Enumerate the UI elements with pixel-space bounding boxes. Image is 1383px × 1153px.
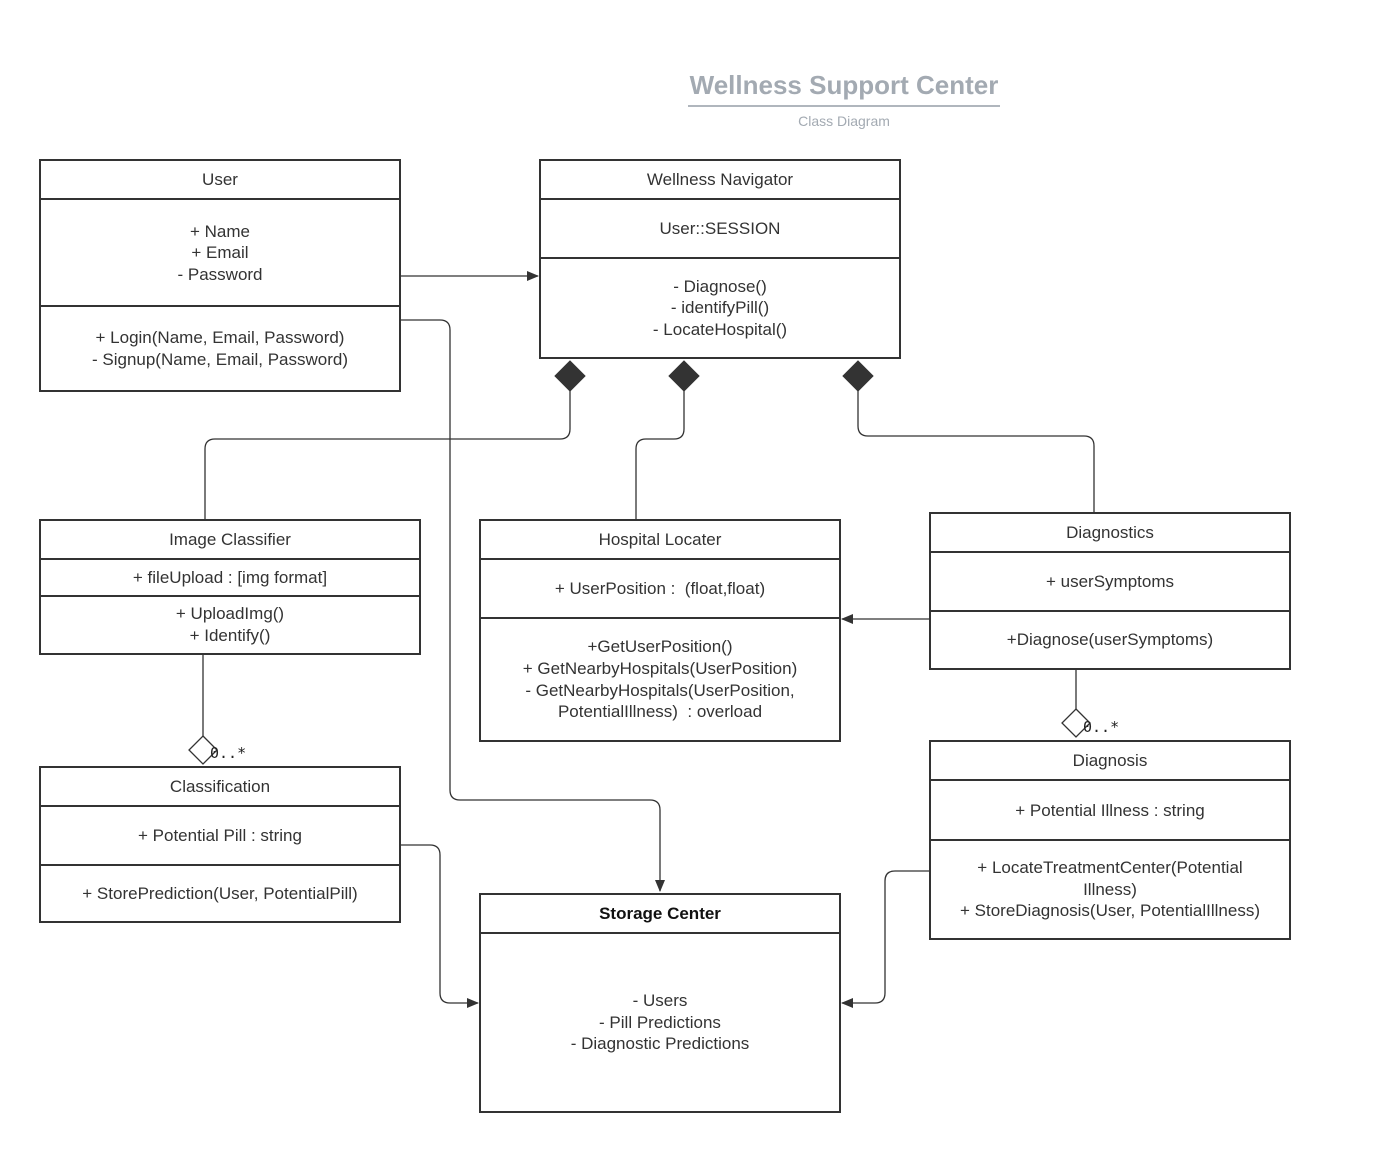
composition-navigator-hospital-locater [635,390,685,519]
class-name: Diagnostics [1066,523,1154,542]
attributes-section: + fileUpload : [img format] [41,558,419,596]
method: - LocateHospital() [652,319,788,339]
attribute: + userSymptoms [1045,572,1174,592]
class-name: Storage Center [599,904,721,923]
methods-section: + Login(Name, Email, Password) - Signup(… [41,305,399,390]
aggregation-diamond-classification [188,735,218,765]
methods-section: + StorePrediction(User, PotentialPill) [41,864,399,921]
method: Illness) [1083,879,1137,899]
class-name: Image Classifier [169,530,291,549]
class-header: Classification [41,768,399,806]
class-name: Hospital Locater [598,530,722,549]
class-diagnosis[interactable]: Diagnosis + Potential Illness : string +… [929,740,1291,940]
diagram-subtitle: Class Diagram [798,113,890,129]
method: +Diagnose(userSymptoms) [1006,630,1214,650]
method: + UploadImg() [175,604,285,624]
class-header: Wellness Navigator [541,161,899,199]
method: +GetUserPosition() [587,637,733,657]
methods-section: +Diagnose(userSymptoms) [931,610,1289,668]
attribute: + fileUpload : [img format] [132,568,328,588]
class-diagnostics[interactable]: Diagnostics + userSymptoms +Diagnose(use… [929,512,1291,670]
attribute: User::SESSION [659,219,781,239]
class-header: Image Classifier [41,521,419,559]
attributes-section: + Potential Pill : string [41,805,399,865]
method: - Signup(Name, Email, Password) [91,349,349,369]
class-name: Wellness Navigator [646,170,794,189]
class-hospital-locater[interactable]: Hospital Locater + UserPosition : (float… [479,519,841,742]
attributes-section: + UserPosition : (float,float) [481,558,839,618]
methods-section: + UploadImg() + Identify() [41,595,419,653]
attribute: - Pill Predictions [599,1012,721,1032]
class-header: Storage Center [481,895,839,933]
attribute: + UserPosition : (float,float) [554,579,766,599]
diagram-title: Wellness Support Center [688,70,1000,107]
methods-section: +GetUserPosition() + GetNearbyHospitals(… [481,617,839,740]
class-header: Diagnostics [931,514,1289,552]
association-diagnosis-storage [841,870,930,1008]
attributes-section: User::SESSION [541,198,899,258]
composition-diamond-2 [668,360,700,392]
composition-navigator-image-classifier [204,390,571,519]
method: - GetNearbyHospitals(UserPosition, [525,680,795,700]
class-name: User [202,170,238,189]
attribute: - Diagnostic Predictions [570,1034,750,1054]
attributes-section: + userSymptoms [931,551,1289,611]
attributes-section: - Users - Pill Predictions - Diagnostic … [481,932,839,1111]
class-header: User [41,161,399,199]
class-storage-center[interactable]: Storage Center - Users - Pill Prediction… [479,893,841,1113]
aggregation-diamond-diagnosis [1061,708,1091,738]
method: - Diagnose() [673,276,767,296]
attribute: + Name [190,221,250,241]
method: + StorePrediction(User, PotentialPill) [82,883,358,903]
methods-section: - Diagnose() - identifyPill() - LocateHo… [541,257,899,357]
class-wellness-navigator[interactable]: Wellness Navigator User::SESSION - Diagn… [539,159,901,359]
class-name: Diagnosis [1072,751,1148,770]
attribute: + Potential Pill : string [138,826,302,846]
attributes-section: + Potential Illness : string [931,779,1289,840]
attribute: + Potential Illness : string [1015,800,1205,820]
class-header: Diagnosis [931,742,1289,780]
class-user[interactable]: User + Name + Email - Password + Login(N… [39,159,401,392]
composition-diamond-1 [554,360,586,392]
multiplicity-classification: 0..* [210,744,247,762]
multiplicity-diagnosis: 0..* [1083,718,1120,736]
association-classification-storage [400,844,479,1008]
method: + StoreDiagnosis(User, PotentialIllness) [960,901,1260,921]
method: - identifyPill() [670,298,770,318]
class-classification[interactable]: Classification + Potential Pill : string… [39,766,401,923]
attribute: - Users [632,991,688,1011]
methods-section: + LocateTreatmentCenter(Potential Illnes… [931,839,1289,938]
class-header: Hospital Locater [481,521,839,559]
composition-navigator-diagnostics [857,390,1095,512]
attribute: - Password [177,264,263,284]
method: + Login(Name, Email, Password) [95,327,345,347]
method: + Identify() [189,626,271,645]
class-name: Classification [169,777,271,796]
method: + LocateTreatmentCenter(Potential [977,858,1243,878]
method: PotentialIllness) : overload [557,702,763,722]
class-image-classifier[interactable]: Image Classifier + fileUpload : [img for… [39,519,421,655]
attributes-section: + Name + Email - Password [41,198,399,306]
attribute: + Email [191,243,249,263]
method: + GetNearbyHospitals(UserPosition) [522,658,798,678]
association-user-storage [400,319,665,892]
composition-diamond-3 [842,360,874,392]
